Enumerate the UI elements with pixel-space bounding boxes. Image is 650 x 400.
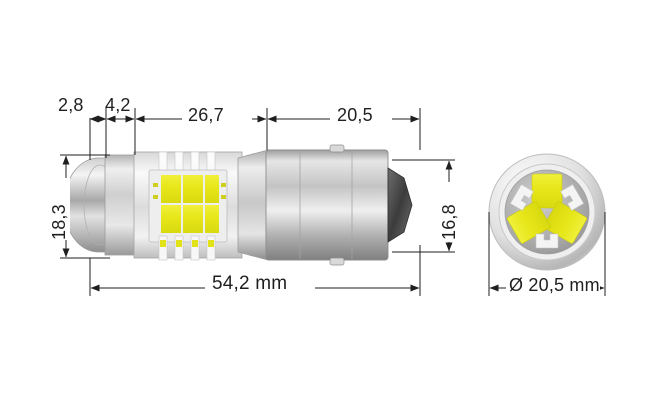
led-chip bbox=[183, 175, 203, 203]
dim-label-diameter: Ø 20,5 mm bbox=[509, 275, 600, 295]
dim-label-base-length: 20,5 bbox=[337, 105, 373, 125]
dim-label-led-section-length: 26,7 bbox=[188, 105, 224, 125]
bulb-neck bbox=[237, 149, 269, 261]
led-chip bbox=[205, 175, 219, 203]
led-solder-pads bbox=[153, 183, 226, 199]
led-bottom-legs bbox=[158, 235, 216, 261]
end-view-bulb bbox=[488, 153, 606, 271]
ba15s-base bbox=[265, 149, 389, 261]
led-chip bbox=[183, 205, 203, 233]
dim-label-tip-length: 2,8 bbox=[58, 95, 84, 115]
dim-label-body-height: 18,3 bbox=[49, 204, 69, 240]
dim-label-base-height: 16,8 bbox=[439, 204, 459, 240]
led-chip bbox=[161, 175, 181, 203]
dim-text-backdrops bbox=[48, 108, 600, 300]
bayonet-pins bbox=[329, 144, 345, 266]
led-chip bbox=[161, 205, 181, 233]
base-end-contact bbox=[387, 167, 413, 243]
dim-label-collar-length: 4,2 bbox=[105, 95, 131, 115]
led-chip-array bbox=[161, 175, 219, 233]
led-chip bbox=[205, 205, 219, 233]
bulb-collar bbox=[104, 154, 138, 256]
dim-label-total-length: 54,2 mm bbox=[212, 273, 288, 294]
side-view-bulb bbox=[63, 144, 413, 266]
end-view-brackets bbox=[509, 184, 585, 249]
